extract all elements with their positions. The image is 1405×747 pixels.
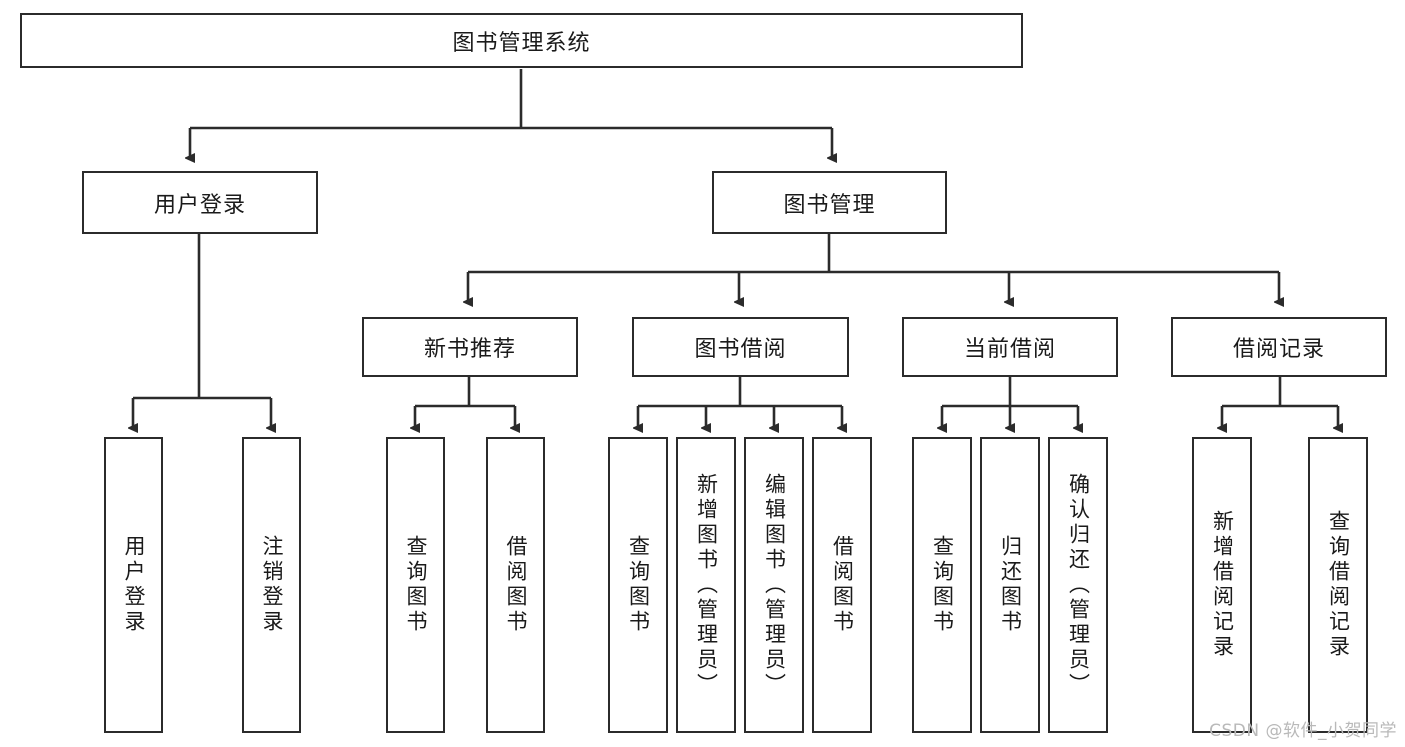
node-borrow-records[interactable]: 借阅记录 [1171, 317, 1387, 377]
leaf-label: 新增图书（管理员） [694, 472, 719, 698]
leaf-current-return-book[interactable]: 归还图书 [980, 437, 1040, 733]
leaf-label: 查询图书 [930, 535, 955, 635]
leaf-label: 借阅图书 [504, 535, 528, 635]
node-root[interactable]: 图书管理系统 [20, 13, 1023, 68]
leaf-label: 查询图书 [626, 535, 651, 635]
node-borrow-records-label: 借阅记录 [1232, 337, 1325, 362]
leaf-records-add-record[interactable]: 新增借阅记录 [1192, 437, 1252, 733]
leaf-label: 新增借阅记录 [1210, 510, 1235, 660]
watermark: CSDN @软件_小贺同学 [1209, 721, 1397, 741]
leaf-borrow-edit-book-admin[interactable]: 编辑图书（管理员） [744, 437, 804, 733]
leaf-current-confirm-return-admin[interactable]: 确认归还（管理员） [1048, 437, 1108, 733]
leaf-user-login-logout[interactable]: 注销登录 [242, 437, 301, 733]
leaf-label: 查询图书 [404, 535, 428, 635]
node-current-borrow-label: 当前借阅 [963, 337, 1056, 362]
node-book-borrow[interactable]: 图书借阅 [632, 317, 849, 377]
node-new-book-recommend-label: 新书推荐 [423, 337, 516, 362]
leaf-borrow-add-book-admin[interactable]: 新增图书（管理员） [676, 437, 736, 733]
node-root-label: 图书管理系统 [452, 30, 591, 56]
leaf-records-query-record[interactable]: 查询借阅记录 [1308, 437, 1368, 733]
leaf-label: 归还图书 [998, 535, 1023, 635]
leaf-borrow-query-book[interactable]: 查询图书 [608, 437, 668, 733]
leaf-label: 确认归还（管理员） [1066, 472, 1091, 698]
leaf-label: 注销登录 [260, 535, 284, 635]
leaf-label: 查询借阅记录 [1326, 510, 1351, 660]
leaf-user-login-login[interactable]: 用户登录 [104, 437, 163, 733]
leaf-label: 编辑图书（管理员） [762, 472, 787, 698]
leaf-label: 用户登录 [122, 535, 146, 635]
node-user-login[interactable]: 用户登录 [82, 171, 318, 234]
leaf-current-query-book[interactable]: 查询图书 [912, 437, 972, 733]
leaf-borrow-borrow-book[interactable]: 借阅图书 [812, 437, 872, 733]
node-book-management[interactable]: 图书管理 [712, 171, 947, 234]
node-current-borrow[interactable]: 当前借阅 [902, 317, 1118, 377]
leaf-label: 借阅图书 [830, 535, 855, 635]
leaf-recommend-query-book[interactable]: 查询图书 [386, 437, 445, 733]
node-book-borrow-label: 图书借阅 [694, 337, 787, 362]
node-new-book-recommend[interactable]: 新书推荐 [362, 317, 578, 377]
leaf-recommend-borrow-book[interactable]: 借阅图书 [486, 437, 545, 733]
node-user-login-label: 用户登录 [153, 192, 246, 218]
node-book-management-label: 图书管理 [783, 192, 876, 218]
